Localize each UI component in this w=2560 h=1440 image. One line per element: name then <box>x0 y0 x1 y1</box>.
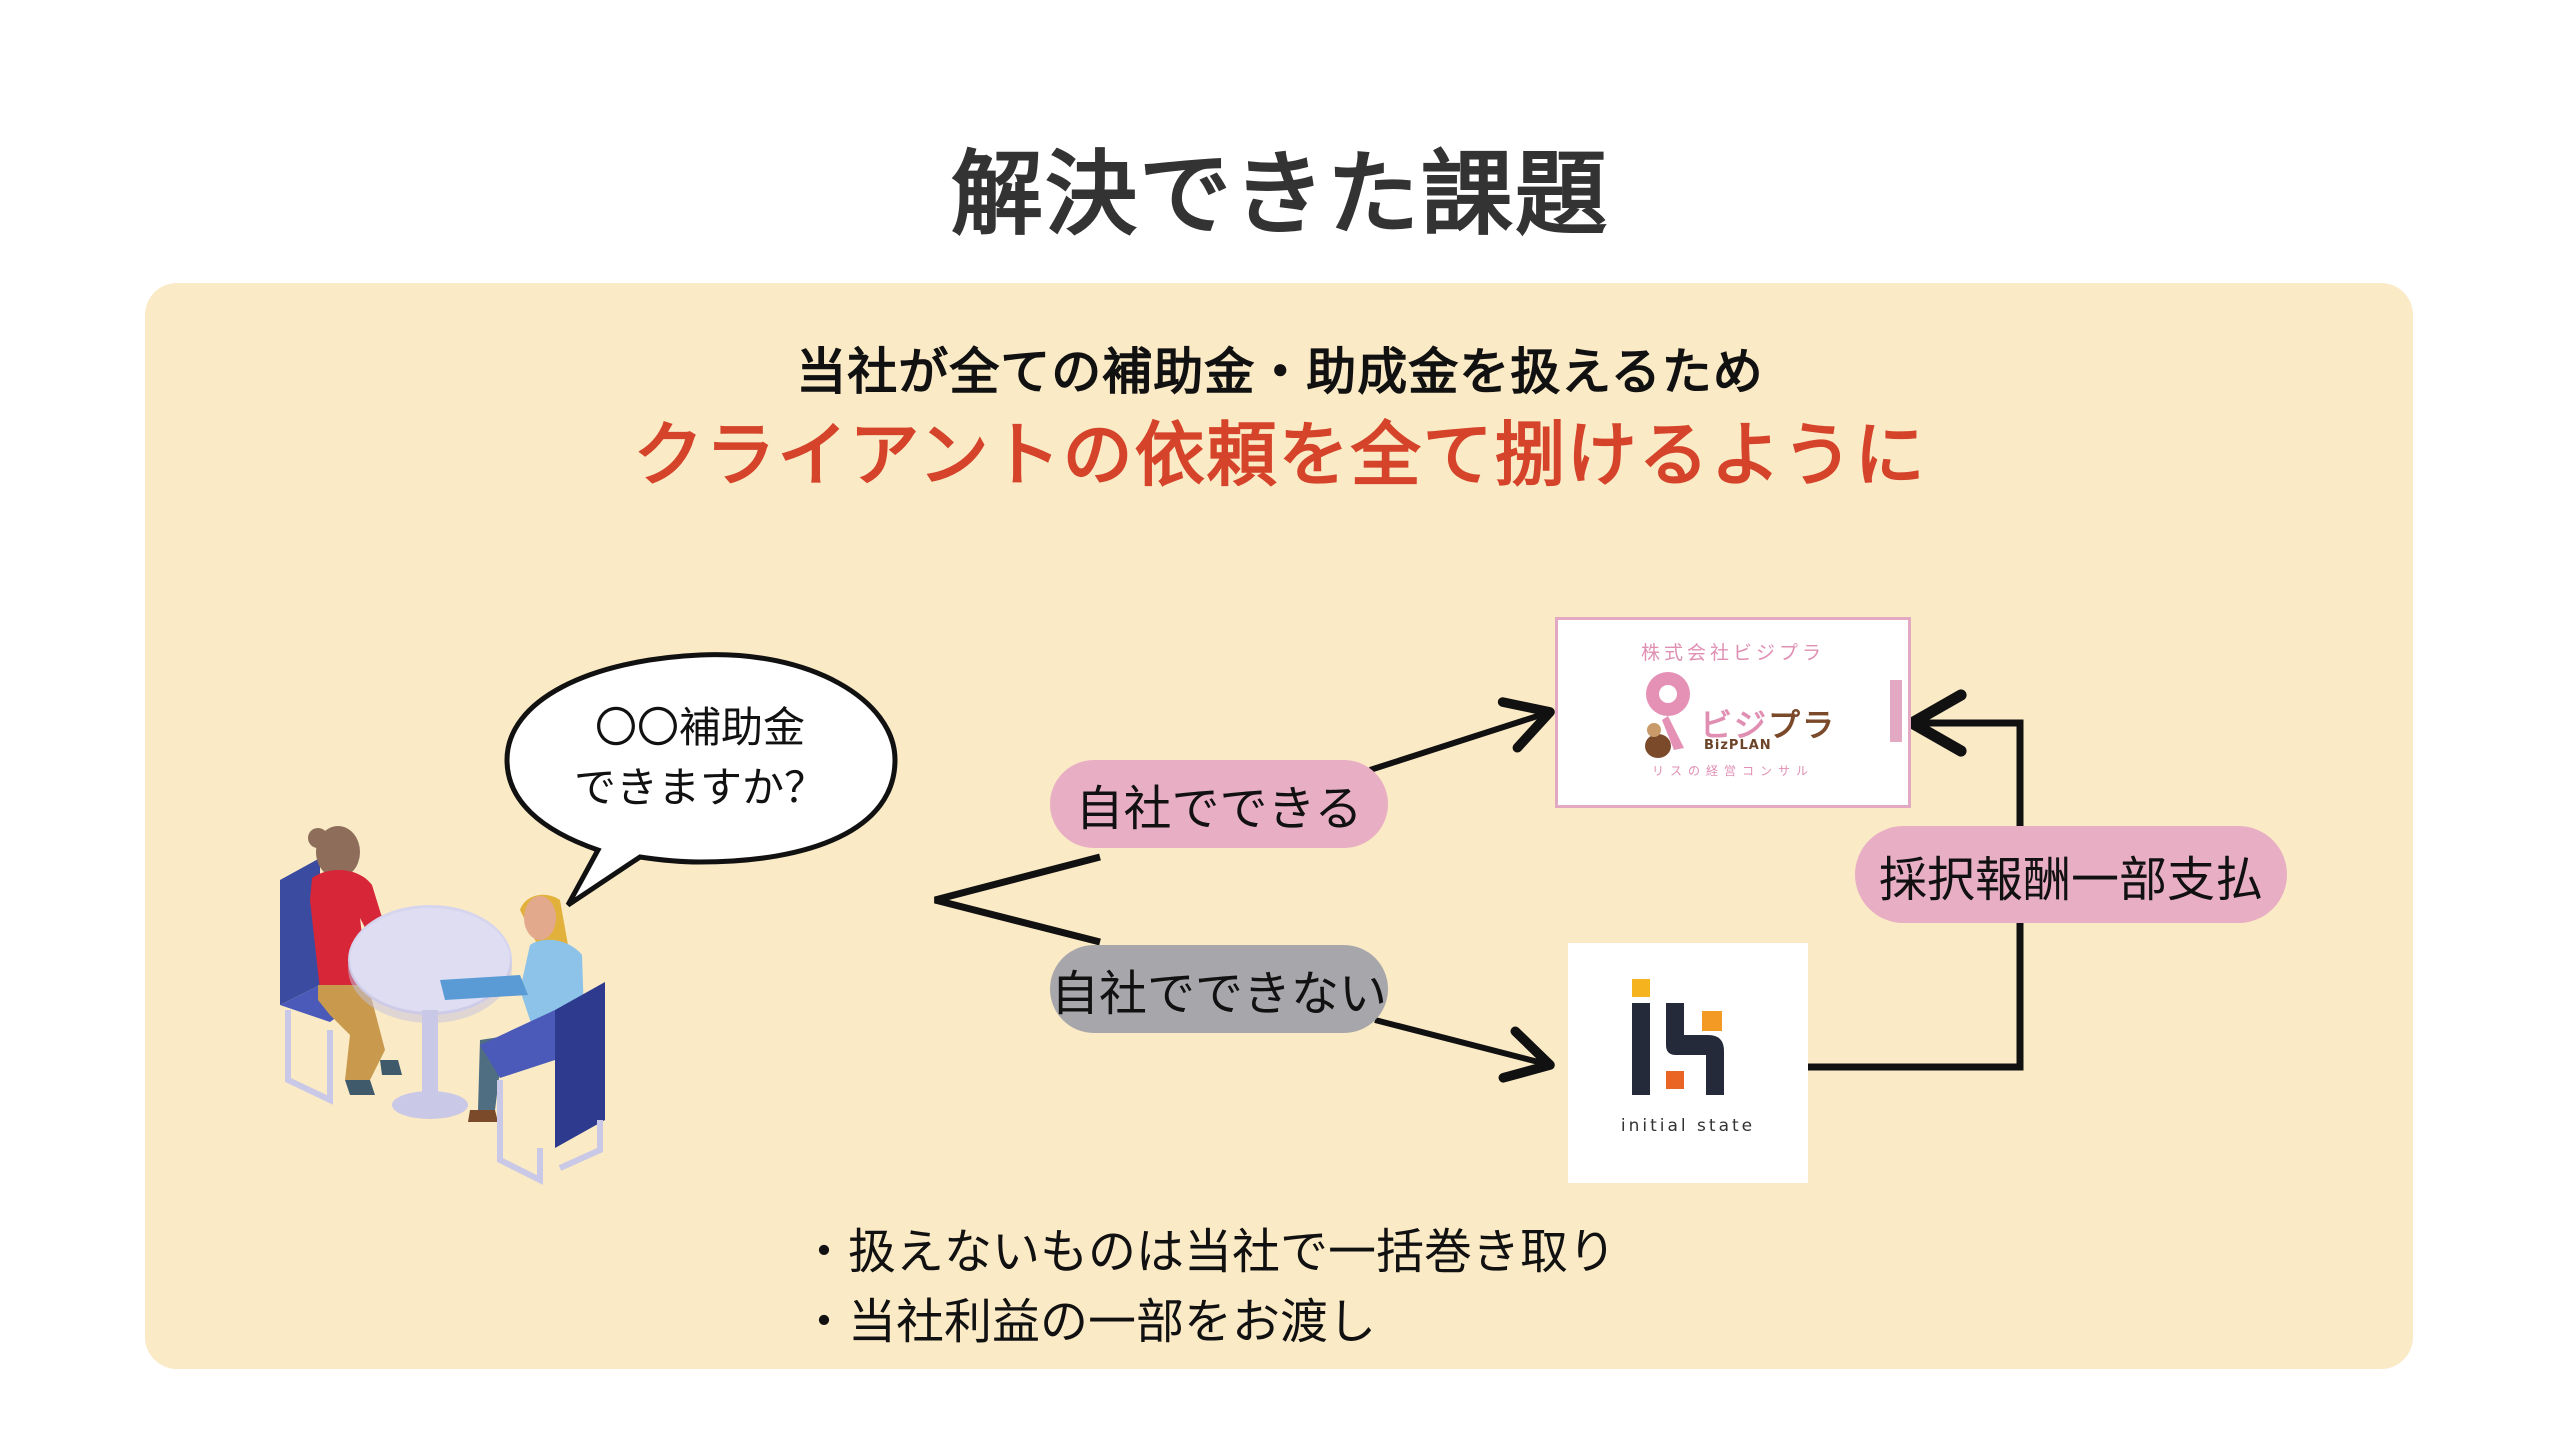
fork-connector <box>934 853 1101 946</box>
speech-bubble-shape <box>504 652 898 908</box>
meeting-illustration <box>280 826 605 1185</box>
bizplan-logotype: ビジプラ <box>1700 700 1836 746</box>
bizplan-side-tab <box>1890 680 1902 742</box>
speech-bubble <box>504 652 898 908</box>
left-person-icon <box>308 826 402 1095</box>
payment-label: 採択報酬一部支払 <box>1855 826 2287 923</box>
bizplan-logo-card <box>1555 617 1911 808</box>
arrow-to-initial-state <box>1374 1017 1555 1083</box>
branch-no-label: 自社でできない <box>1050 945 1388 1033</box>
panel-subtitle: 当社が全ての補助金・助成金を扱えるため <box>796 343 1764 401</box>
initial-state-logo-card <box>1568 943 1808 1183</box>
page-title: 解決できた課題 <box>950 141 1609 248</box>
initial-state-caption: initial state <box>1620 1116 1756 1136</box>
bizplan-company-name: 株式会社ビジプラ <box>1640 642 1825 664</box>
bizplan-mark-icon <box>1645 672 1690 758</box>
bizplan-english-name: BizPLAN <box>1704 738 1772 753</box>
bizplan-logotype-b: プラ <box>1768 706 1837 744</box>
panel-headline: クライアントの依頼を全て捌けるように <box>633 414 1927 496</box>
branch-yes-label: 自社でできる <box>1050 760 1388 848</box>
speech-bubble-line-1: 〇〇補助金 <box>594 703 805 752</box>
bizplan-logotype-a: ビジ <box>1700 706 1769 744</box>
bullet-item: ・扱えないものは当社で一括巻き取り <box>800 1224 1617 1280</box>
bizplan-tagline: リスの経営コンサル <box>1651 764 1814 778</box>
speech-bubble-line-2: できますか？ <box>573 763 826 812</box>
initial-state-mark-icon <box>1632 979 1724 1095</box>
bullet-item: ・当社利益の一部をお渡し <box>800 1294 1377 1350</box>
arrow-to-bizplan <box>1369 697 1555 773</box>
right-chair-icon <box>480 982 605 1185</box>
